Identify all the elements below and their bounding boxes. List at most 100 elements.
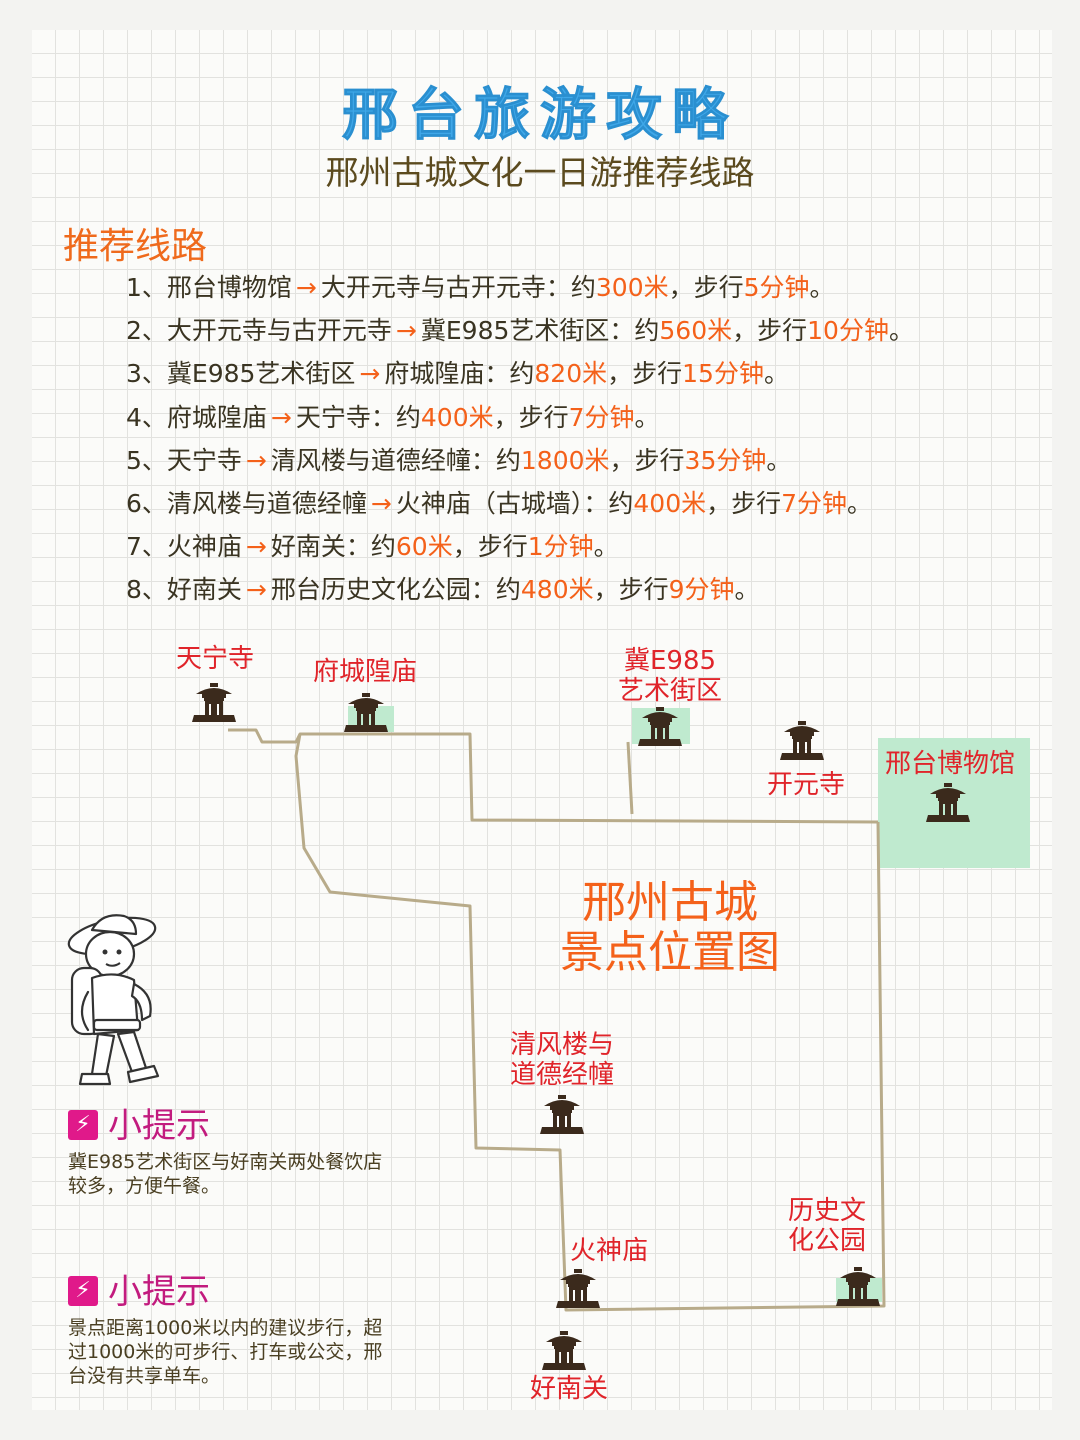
route-distance: 400米 — [633, 488, 707, 518]
route-arrow: → — [370, 488, 392, 518]
route-approx: 约 — [608, 488, 634, 518]
tip-1-title-text: 小提示 — [108, 1106, 210, 1146]
route-arrow: → — [245, 575, 267, 605]
route-to: 邢台历史文化公园： — [270, 575, 496, 605]
label-chenghuang: 府城隍庙 — [313, 657, 418, 687]
label-qingfeng-line2: 道德经幢 — [510, 1060, 615, 1090]
label-park-line1: 历史文 — [788, 1196, 867, 1226]
pavilion-icon — [556, 1269, 600, 1308]
tip-2-title: ⚡ 小提示 — [68, 1264, 210, 1313]
label-museum: 邢台博物馆 — [885, 749, 1016, 779]
route-end: 。 — [593, 532, 619, 562]
route-approx: 约 — [495, 445, 521, 475]
route-distance: 560米 — [659, 316, 733, 346]
route-item: 6、清风楼与道德经幢→火神庙（古城墙）：约400米，步行7分钟。 — [126, 482, 914, 525]
route-arrow: → — [245, 532, 267, 562]
tip-2-title-text: 小提示 — [108, 1272, 210, 1312]
route-end: 。 — [809, 273, 835, 302]
tip-1-text: 冀E985艺术街区与好南关两处餐饮店较多，方便午餐。 — [68, 1151, 383, 1197]
route-end: 。 — [888, 316, 914, 346]
pavilion-icon — [542, 1331, 586, 1370]
route-time: 10分钟 — [807, 316, 889, 346]
label-park: 历史文 化公园 — [788, 1196, 866, 1256]
pavilion-icon — [638, 707, 682, 746]
route-approx: 约 — [634, 316, 660, 346]
lightning-icon: ⚡ — [68, 1109, 98, 1140]
page-title: 邢台旅游攻略 — [342, 83, 738, 149]
route-item: 8、好南关→邢台历史文化公园：约480米，步行9分钟。 — [126, 568, 914, 611]
route-end: 。 — [734, 575, 760, 605]
route-time: 7分钟 — [781, 488, 848, 518]
route-walk: ，步行 — [593, 575, 669, 605]
route-walk: ，步行 — [732, 316, 808, 346]
route-list: 1、邢台博物馆→大开元寺与古开元寺：约300米，步行5分钟。2、大开元寺与古开元… — [126, 266, 914, 612]
route-approx: 约 — [395, 402, 421, 432]
pavilion-icon — [540, 1095, 584, 1134]
road-lines — [228, 728, 886, 1312]
route-to: 天宁寺： — [295, 402, 396, 432]
map-title-line2: 景点位置图 — [560, 927, 780, 978]
route-from: 府城隍庙 — [166, 402, 267, 432]
route-to: 火神庙（古城墙）： — [395, 488, 609, 518]
road-west-inner — [294, 733, 886, 1312]
route-end: 。 — [766, 445, 792, 475]
route-walk: ，步行 — [452, 532, 528, 562]
pavilion-icon — [192, 683, 236, 722]
route-item: 1、邢台博物馆→大开元寺与古开元寺：约300米，步行5分钟。 — [126, 266, 914, 309]
route-time: 5分钟 — [743, 273, 810, 302]
route-end: 。 — [847, 488, 873, 518]
route-walk: ，步行 — [609, 445, 685, 475]
pavilion-icon — [836, 1267, 880, 1306]
pavilion-icon — [780, 721, 824, 760]
route-approx: 约 — [509, 359, 535, 389]
route-distance: 1800米 — [520, 445, 610, 475]
route-from: 大开元寺与古开元寺 — [166, 316, 392, 346]
section-title: 推荐线路 — [63, 226, 208, 267]
route-distance: 300米 — [595, 273, 669, 302]
label-ji: 冀E985 艺术街区 — [610, 646, 730, 706]
route-walk: ，步行 — [607, 359, 683, 389]
pavilion-icon — [344, 693, 388, 732]
route-from: 邢台博物馆 — [166, 273, 292, 302]
tip-2-text: 景点距离1000米以内的建议步行，超过1000米的可步行、打车或公交，邢台没有共… — [68, 1317, 383, 1387]
route-index: 6、 — [126, 488, 167, 518]
route-walk: ，步行 — [493, 402, 569, 432]
route-time: 1分钟 — [527, 532, 594, 562]
route-distance: 480米 — [520, 575, 594, 605]
route-walk: ，步行 — [668, 273, 744, 302]
pavilion-icon — [926, 783, 970, 822]
route-to: 清风楼与道德经幢： — [270, 445, 496, 475]
label-kaiyuan: 开元寺 — [767, 770, 846, 800]
route-time: 35分钟 — [684, 445, 767, 475]
route-from: 清风楼与道德经幢 — [166, 488, 367, 518]
route-approx: 约 — [370, 532, 396, 562]
route-arrow: → — [270, 402, 292, 432]
route-index: 8、 — [126, 575, 167, 605]
route-arrow: → — [359, 359, 381, 389]
route-distance: 820米 — [534, 359, 608, 389]
route-arrow: → — [245, 445, 267, 475]
route-arrow: → — [295, 273, 317, 302]
route-to: 好南关： — [270, 532, 371, 562]
lightning-icon: ⚡ — [68, 1275, 98, 1306]
map-title-line1: 邢州古城 — [582, 877, 758, 928]
page-subtitle: 邢州古城文化一日游推荐线路 — [325, 153, 755, 192]
route-end: 。 — [763, 359, 789, 389]
route-index: 1、 — [126, 273, 167, 302]
route-item: 2、大开元寺与古开元寺→冀E985艺术街区：约560米，步行10分钟。 — [126, 309, 914, 352]
route-index: 3、 — [126, 359, 167, 389]
route-from: 冀E985艺术街区 — [166, 359, 356, 389]
route-item: 3、冀E985艺术街区→府城隍庙：约820米，步行15分钟。 — [126, 352, 914, 395]
grid-paper-background — [32, 30, 1052, 1410]
route-time: 7分钟 — [568, 402, 635, 432]
route-from: 天宁寺 — [166, 445, 242, 475]
hiker-illustration — [67, 914, 160, 1086]
map-title: 邢州古城 景点位置图 — [540, 878, 800, 978]
route-item: 5、天宁寺→清风楼与道德经幢：约1800米，步行35分钟。 — [126, 439, 914, 482]
route-item: 7、火神庙→好南关：约60米，步行1分钟。 — [126, 525, 914, 568]
label-ji-line2: 艺术街区 — [617, 676, 722, 706]
route-distance: 400米 — [420, 402, 494, 432]
route-from: 好南关 — [166, 575, 242, 605]
route-end: 。 — [634, 402, 660, 432]
